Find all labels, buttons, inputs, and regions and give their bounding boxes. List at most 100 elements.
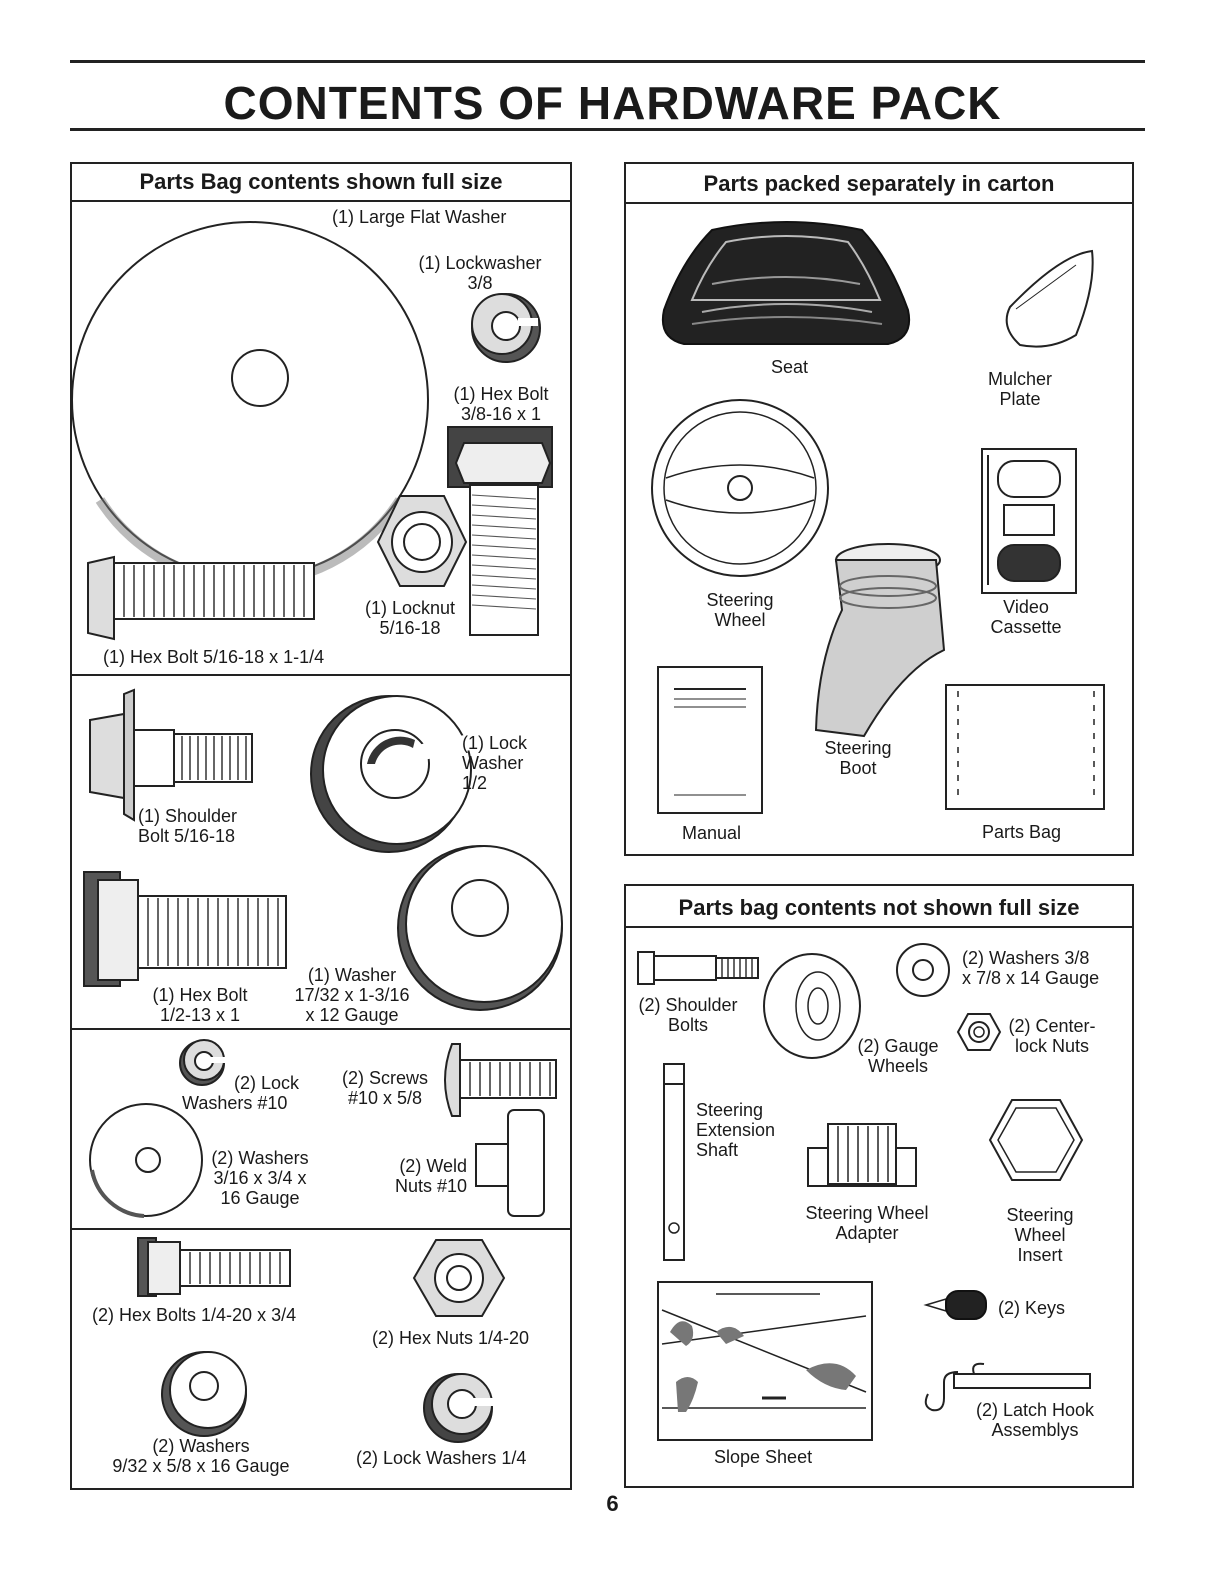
- weld-nuts-drawing: [475, 1109, 545, 1217]
- steering-boot-drawing: [814, 543, 946, 738]
- manual-label: Manual: [682, 823, 742, 843]
- hex-nuts-14-label: (2) Hex Nuts 1/4-20: [372, 1328, 530, 1348]
- latch-hook-assemblys-label-line2: Assemblys: [991, 1420, 1079, 1440]
- mulcher-plate-drawing: [1005, 249, 1094, 348]
- page-number: 6: [606, 1491, 619, 1516]
- shoulder-bolt-label-line1: (1) Shoulder: [138, 806, 238, 826]
- title-rule-bottom: [70, 128, 1145, 131]
- hex-bolt-516-drawing: [87, 555, 315, 641]
- shoulder-bolts-label-line1: (2) Shoulder: [638, 995, 738, 1015]
- hex-bolt-12-label-line1: (1) Hex Bolt: [152, 985, 248, 1005]
- hex-bolts-14-drawing: [137, 1237, 291, 1297]
- steering-boot-label: Steering Boot: [808, 738, 908, 778]
- weld-nuts-label-line1: (2) Weld: [399, 1156, 467, 1176]
- hex-bolt-12-label: (1) Hex Bolt 1/2-13 x 1: [140, 985, 260, 1025]
- latch-hook-assemblys-drawing: [924, 1362, 1091, 1412]
- screws-label-line2: #10 x 5/8: [347, 1088, 423, 1108]
- gauge-wheels-label-line1: (2) Gauge: [857, 1036, 939, 1056]
- lock-washers-10-label: (2) Lock Washers #10: [182, 1073, 299, 1113]
- hex-bolt-12-drawing: [83, 871, 287, 987]
- shoulder-bolt-drawing: [89, 688, 253, 822]
- seat-label: Seat: [771, 357, 809, 377]
- washer-1732-label: (1) Washer 17/32 x 1-3/16 x 12 Gauge: [282, 965, 422, 1025]
- washers-38-label-line1: (2) Washers 3/8: [962, 948, 1090, 968]
- hex-bolt-12-label-line2: 1/2-13 x 1: [159, 1005, 241, 1025]
- latch-hook-assemblys-label: (2) Latch Hook Assemblys: [960, 1400, 1110, 1440]
- parts-bag-drawing: [945, 684, 1105, 810]
- steering-boot-label-line1: Steering: [824, 738, 892, 758]
- washers-316-label-line3: 16 Gauge: [220, 1188, 300, 1208]
- gauge-wheels-label-line2: Wheels: [867, 1056, 929, 1076]
- parts-packed-separately-heading: Parts packed separately in carton: [626, 164, 1132, 204]
- lockwasher-38-label-line2: 3/8: [467, 273, 493, 293]
- washer-1732-label-line1: (1) Washer: [307, 965, 397, 985]
- locknut-label: (1) Locknut 5/16-18: [355, 598, 465, 638]
- washer-1732-label-line3: x 12 Gauge: [305, 1005, 399, 1025]
- latch-hook-assemblys-label-line1: (2) Latch Hook: [975, 1400, 1095, 1420]
- steering-wheel-insert-label: Steering Wheel Insert: [990, 1205, 1090, 1265]
- washers-316-label-line1: (2) Washers: [211, 1148, 309, 1168]
- lock-washer-12-label: (1) Lock Washer 1/2: [462, 733, 527, 793]
- lock-washers-14-label: (2) Lock Washers 1/4: [356, 1448, 527, 1468]
- mulcher-plate-label: Mulcher Plate: [960, 369, 1080, 409]
- center-lock-nuts-label-line2: lock Nuts: [1014, 1036, 1090, 1056]
- parts-packed-separately-box: Parts packed separately in carton: [624, 162, 1134, 856]
- video-cassette-label-line1: Video: [1003, 597, 1049, 617]
- lock-washer-12-label-line1: (1) Lock: [462, 733, 528, 753]
- slope-sheet-drawing: [657, 1281, 873, 1441]
- lock-washers-14-drawing: [423, 1373, 502, 1443]
- shoulder-bolts-label-line2: Bolts: [667, 1015, 709, 1035]
- washers-932-label: (2) Washers 9/32 x 5/8 x 16 Gauge: [96, 1436, 306, 1476]
- hex-bolts-14-label: (2) Hex Bolts 1/4-20 x 3/4: [92, 1305, 297, 1325]
- lock-washers-10-label-line2: Washers #10: [182, 1093, 288, 1113]
- hex-bolt-38-label-line1: (1) Hex Bolt: [453, 384, 549, 404]
- lockwasher-38-label-line1: (1) Lockwasher: [418, 253, 542, 273]
- washers-316-label-line2: 3/16 x 3/4 x: [213, 1168, 307, 1188]
- steering-wheel-adapter-label-line2: Adapter: [835, 1223, 899, 1243]
- shoulder-bolt-label-line2: Bolt 5/16-18: [138, 826, 236, 846]
- hex-nuts-14-drawing: [412, 1239, 506, 1317]
- steering-wheel-label: Steering Wheel: [690, 590, 790, 630]
- locknut-label-line2: 5/16-18: [379, 618, 441, 638]
- steering-wheel-insert-drawing: [988, 1099, 1084, 1181]
- mulcher-plate-label-line1: Mulcher: [987, 369, 1053, 389]
- steering-wheel-adapter-drawing: [807, 1123, 917, 1187]
- screws-label: (2) Screws #10 x 5/8: [335, 1068, 435, 1108]
- lock-washer-12-label-line2: Washer: [462, 753, 524, 773]
- large-flat-washer-label: (1) Large Flat Washer: [332, 207, 507, 227]
- steering-extension-shaft-drawing: [663, 1063, 685, 1261]
- section-divider-3: [72, 1228, 570, 1230]
- hex-bolt-516-label: (1) Hex Bolt 5/16-18 x 1-1/4: [103, 647, 325, 667]
- center-lock-nuts-label-line1: (2) Center-: [1008, 1016, 1096, 1036]
- hex-bolt-38-label-line2: 3/8-16 x 1: [460, 404, 542, 424]
- gauge-wheels-drawing: [763, 953, 861, 1059]
- weld-nuts-label-line2: Nuts #10: [394, 1176, 467, 1196]
- large-flat-washer-drawing: [71, 221, 429, 588]
- locknut-drawing: [376, 495, 468, 587]
- title-rule-top: [70, 60, 1145, 63]
- washers-38-drawing: [896, 943, 950, 997]
- lock-washer-12-drawing: [310, 695, 474, 853]
- seat-drawing: [662, 221, 910, 345]
- steering-extension-shaft-label: Steering Extension Shaft: [696, 1100, 775, 1160]
- center-lock-nuts-drawing: [956, 1013, 1002, 1051]
- washers-932-drawing: [161, 1351, 247, 1437]
- washer-1732-drawing: [397, 845, 563, 1011]
- shoulder-bolts-label: (2) Shoulder Bolts: [632, 995, 744, 1035]
- washers-932-label-line1: (2) Washers: [152, 1436, 250, 1456]
- lock-washer-12-label-line3: 1/2: [462, 773, 488, 793]
- section-divider-1: [72, 674, 570, 676]
- steering-wheel-adapter-label: Steering Wheel Adapter: [792, 1203, 942, 1243]
- parts-bag-label: Parts Bag: [982, 822, 1062, 842]
- shoulder-bolt-label: (1) Shoulder Bolt 5/16-18: [138, 806, 237, 846]
- lock-washers-10-drawing: [179, 1039, 226, 1086]
- center-lock-nuts-label: (2) Center- lock Nuts: [1002, 1016, 1102, 1056]
- slope-sheet-label: Slope Sheet: [714, 1447, 813, 1467]
- screws-drawing: [444, 1043, 557, 1117]
- screws-label-line1: (2) Screws: [341, 1068, 428, 1088]
- weld-nuts-label: (2) Weld Nuts #10: [382, 1156, 467, 1196]
- parts-bag-not-full-size-heading: Parts bag contents not shown full size: [626, 886, 1132, 928]
- washers-38-label: (2) Washers 3/8 x 7/8 x 14 Gauge: [962, 948, 1099, 988]
- washers-38-label-line2: x 7/8 x 14 Gauge: [962, 968, 1100, 988]
- lock-washers-10-label-line1: (2) Lock: [234, 1073, 300, 1093]
